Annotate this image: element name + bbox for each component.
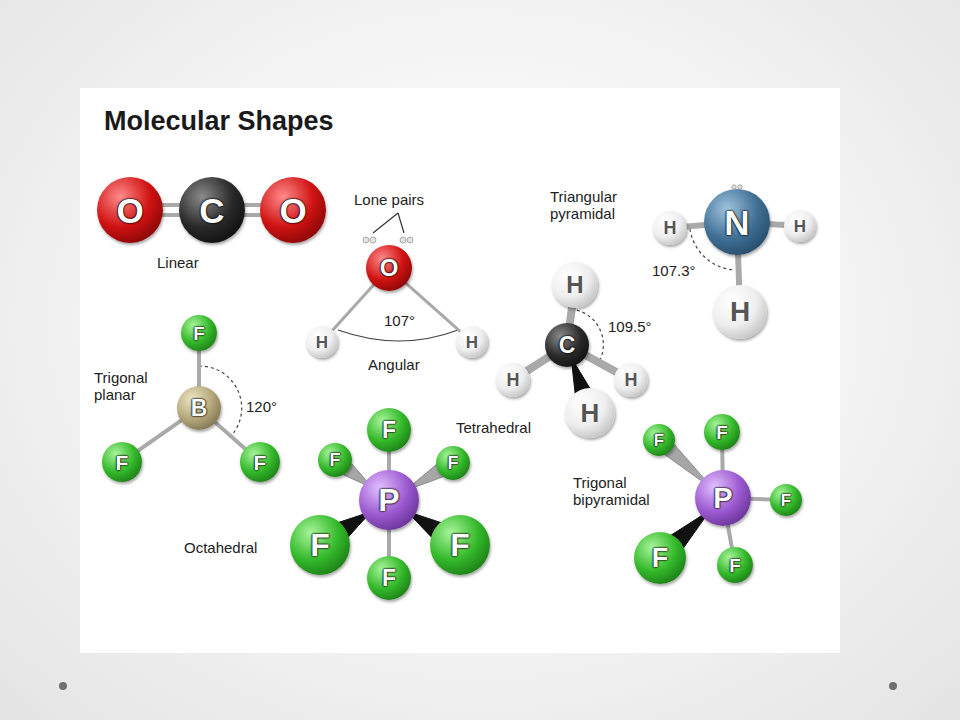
atom-sphere: F xyxy=(290,515,350,575)
atom-sphere: H xyxy=(306,326,338,358)
shape-label: 109.5° xyxy=(608,318,652,335)
atom-sphere: H xyxy=(456,326,488,358)
shape-label: Trigonal bipyramidal xyxy=(573,474,665,508)
atom-sphere: H xyxy=(565,388,615,438)
atom-sphere: F xyxy=(430,515,490,575)
atom-sphere: P xyxy=(359,470,419,530)
chemical-bond xyxy=(332,283,375,331)
atom-symbol: N xyxy=(724,205,749,240)
chemical-bond xyxy=(727,523,732,549)
atom-symbol: C xyxy=(559,334,576,357)
atom-symbol: H xyxy=(466,334,478,351)
shape-label: Angular xyxy=(368,356,420,373)
atom-symbol: H xyxy=(625,371,638,389)
atom-sphere: F xyxy=(181,315,217,351)
atom-sphere: C xyxy=(545,323,589,367)
shape-label: 107° xyxy=(384,312,415,329)
angle-arc xyxy=(338,330,458,341)
atom-sphere: F xyxy=(717,547,753,583)
atom-symbol: F xyxy=(716,423,728,442)
atom-sphere: F xyxy=(367,556,411,600)
chemical-bond xyxy=(584,355,617,373)
atom-sphere: F xyxy=(643,424,675,456)
atom-symbol: F xyxy=(448,454,459,472)
atom-symbol: F xyxy=(729,556,741,575)
atom-sphere: B xyxy=(177,386,221,430)
chemical-bond xyxy=(387,527,391,558)
atom-sphere: H xyxy=(713,285,767,339)
atom-symbol: F xyxy=(382,567,396,590)
atom-symbol: F xyxy=(116,452,129,473)
atom-symbol: F xyxy=(652,545,669,572)
atom-sphere: O xyxy=(260,177,326,243)
atom-sphere: H xyxy=(496,363,530,397)
atom-sphere: N xyxy=(704,189,770,255)
atom-symbol: H xyxy=(664,219,677,237)
atom-sphere: F xyxy=(102,442,142,482)
shape-label: Tetrahedral xyxy=(456,419,531,436)
white-panel xyxy=(80,88,840,653)
atom-sphere: F xyxy=(704,414,740,450)
chemical-bond xyxy=(748,497,771,502)
atom-sphere: H xyxy=(614,363,648,397)
atom-symbol: F xyxy=(330,451,341,469)
chemical-bond xyxy=(137,419,183,451)
atom-symbol: F xyxy=(781,492,791,509)
atom-symbol: P xyxy=(378,484,399,516)
atom-symbol: F xyxy=(254,452,267,473)
leader-line xyxy=(373,213,398,233)
atom-symbol: H xyxy=(581,400,600,426)
slide-title: Molecular Shapes xyxy=(104,106,334,137)
chemical-bond xyxy=(197,349,201,388)
atom-sphere: F xyxy=(240,442,280,482)
atom-symbol: O xyxy=(279,193,306,228)
atom-sphere: F xyxy=(367,408,411,452)
shape-label: Lone pairs xyxy=(354,191,424,208)
chemical-bond xyxy=(526,356,551,372)
chemical-bond xyxy=(738,252,739,288)
atom-symbol: B xyxy=(191,397,208,420)
atom-symbol: F xyxy=(654,432,664,449)
atom-symbol: F xyxy=(450,529,470,561)
atom-sphere: F xyxy=(634,532,686,584)
shape-label: Triangular pyramidal xyxy=(550,188,638,222)
atom-symbol: F xyxy=(382,419,396,442)
chemical-bond xyxy=(214,421,247,450)
leader-line xyxy=(398,213,404,233)
atom-symbol: H xyxy=(507,371,520,389)
atom-symbol: C xyxy=(199,193,224,228)
atom-symbol: F xyxy=(310,529,330,561)
atom-sphere: P xyxy=(695,470,751,526)
atom-sphere: O xyxy=(97,177,163,243)
atom-symbol: P xyxy=(713,484,732,513)
shape-label: Trigonal planar xyxy=(94,369,166,403)
atom-symbol: O xyxy=(380,256,399,280)
atom-symbol: H xyxy=(316,334,328,351)
atom-sphere: F xyxy=(770,484,802,516)
atom-sphere: H xyxy=(653,211,687,245)
atom-sphere: H xyxy=(552,262,598,308)
atom-symbol: O xyxy=(116,193,143,228)
atom-sphere: F xyxy=(436,446,470,480)
slide-dot xyxy=(889,682,897,690)
atom-sphere: C xyxy=(179,177,245,243)
shape-label: 107.3° xyxy=(652,262,696,279)
atom-symbol: H xyxy=(730,298,750,326)
atom-symbol: H xyxy=(794,218,806,235)
atom-sphere: O xyxy=(366,245,412,291)
atom-sphere: F xyxy=(318,443,352,477)
atom-sphere: H xyxy=(784,210,816,242)
shape-label: Octahedral xyxy=(184,539,257,556)
atom-symbol: F xyxy=(193,324,205,343)
shape-label: 120° xyxy=(246,398,277,415)
shape-label: Linear xyxy=(157,254,199,271)
atom-symbol: H xyxy=(566,273,583,297)
slide-dot xyxy=(59,682,67,690)
